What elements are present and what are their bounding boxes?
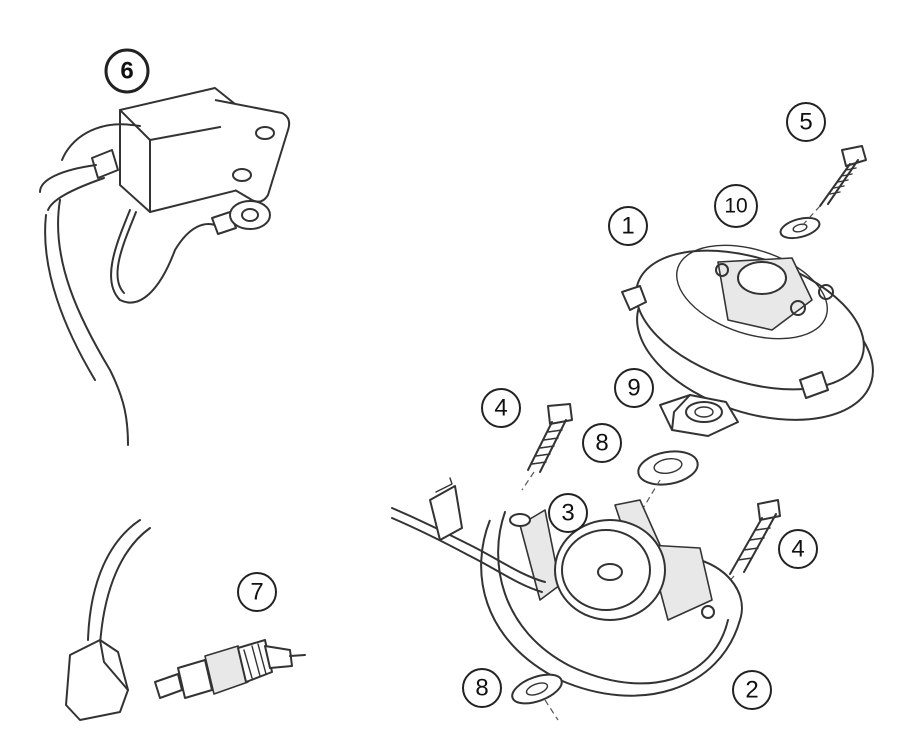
callout-9: 9	[614, 368, 654, 408]
svg-text:4: 4	[494, 395, 507, 422]
callout-4-upper: 4	[481, 388, 521, 428]
svg-text:8: 8	[475, 675, 488, 702]
svg-text:6: 6	[120, 58, 133, 85]
nut-9	[659, 394, 739, 437]
callout-2: 2	[732, 670, 772, 710]
flywheel-rotor	[621, 244, 874, 421]
callout-5: 5	[786, 102, 826, 142]
stator-hub	[554, 519, 666, 621]
washer-8-lower	[511, 673, 563, 721]
stator-wire	[391, 477, 546, 593]
svg-text:10: 10	[724, 195, 747, 218]
svg-text:1: 1	[621, 213, 634, 240]
screw-5	[799, 145, 867, 229]
callout-3: 3	[548, 493, 588, 533]
svg-text:9: 9	[627, 375, 640, 402]
callout-6: 6	[104, 48, 150, 94]
callout-8-upper: 8	[582, 423, 622, 463]
screw-4-upper	[521, 403, 573, 491]
callout-8-lower: 8	[462, 668, 502, 708]
callout-7: 7	[237, 572, 277, 612]
ignition-coil	[39, 87, 291, 446]
svg-text:3: 3	[561, 500, 574, 527]
callout-10: 10	[714, 184, 758, 228]
svg-text:4: 4	[791, 536, 804, 563]
spark-plug	[154, 639, 306, 699]
washer-10	[779, 216, 821, 240]
spark-plug-cap	[65, 519, 151, 721]
washer-8-upper	[605, 450, 699, 571]
svg-text:5: 5	[799, 109, 812, 136]
svg-text:7: 7	[250, 579, 263, 606]
svg-text:2: 2	[745, 677, 758, 704]
callout-1: 1	[608, 206, 648, 246]
svg-text:8: 8	[595, 430, 608, 457]
callout-4-lower: 4	[778, 529, 818, 569]
